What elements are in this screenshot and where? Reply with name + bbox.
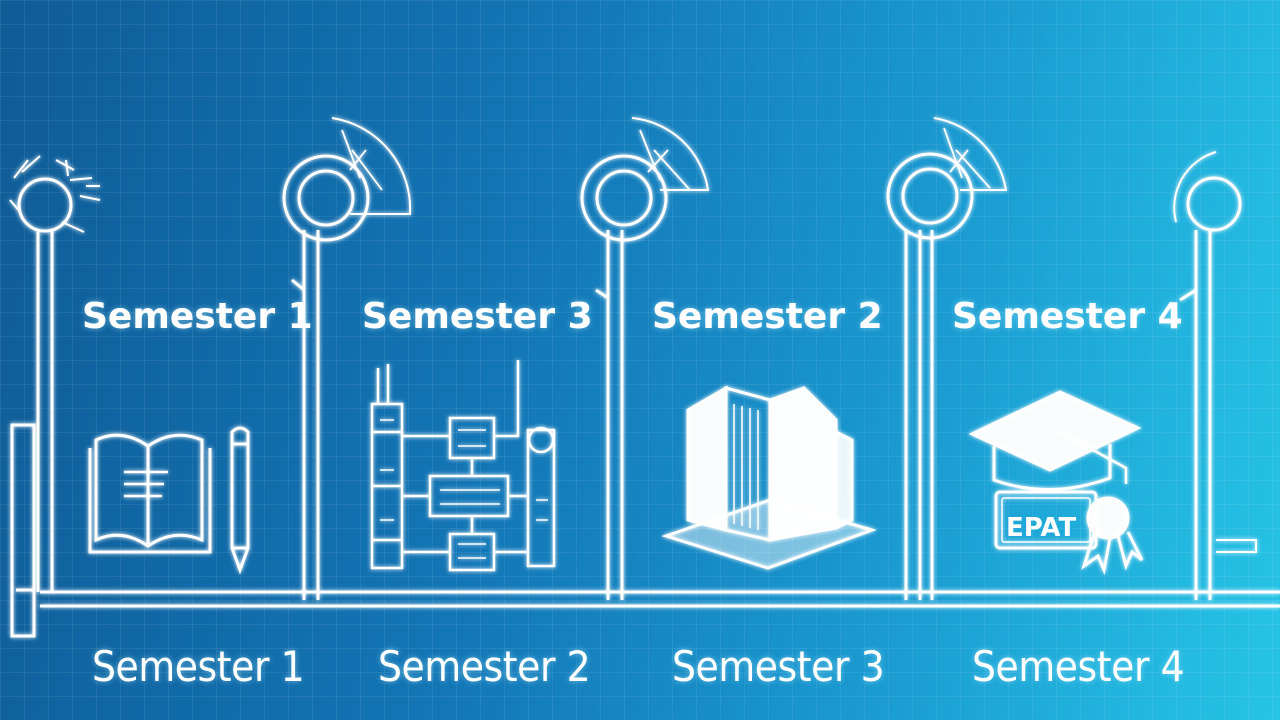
bottom-label-3: Semester 3	[672, 642, 885, 691]
top-label-4: Semester 4	[952, 296, 1183, 337]
certificate-text: EPAT	[1006, 513, 1077, 543]
graduation-cap-icon	[968, 390, 1142, 492]
pillar-1	[282, 117, 412, 600]
ribbon-icon	[1081, 496, 1144, 576]
pillar-2	[580, 117, 710, 600]
bottom-label-1: Semester 1	[92, 642, 305, 691]
building-icon	[661, 385, 877, 570]
pillar-end	[1173, 151, 1257, 600]
bottom-label-4: Semester 4	[972, 642, 1185, 691]
pillar-3	[886, 117, 1008, 600]
top-label-2: Semester 3	[362, 296, 593, 337]
book-icon	[88, 433, 212, 554]
circuit-diagram-icon	[370, 360, 556, 572]
pillar-start	[9, 155, 101, 638]
pencil-icon	[230, 426, 250, 575]
top-label-1: Semester 1	[82, 296, 313, 337]
timeline-rail	[40, 590, 1280, 608]
top-label-3: Semester 2	[652, 296, 883, 337]
bottom-label-2: Semester 2	[378, 642, 591, 691]
